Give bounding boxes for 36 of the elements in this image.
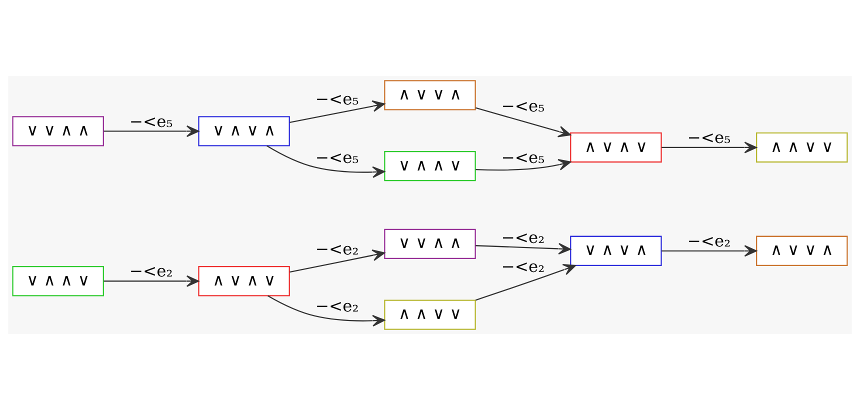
node-box: ∨ ∧ ∧ ∨ [384, 150, 476, 182]
node-box: ∨ ∨ ∧ ∧ [384, 228, 476, 260]
node-box: ∧ ∨ ∧ ∨ [198, 266, 290, 296]
edge-label: −<e₅ [129, 112, 173, 131]
node-box: ∧ ∧ ∨ ∨ [756, 132, 848, 163]
edge-label: −<e₂ [501, 228, 545, 248]
node-box: ∨ ∨ ∧ ∧ [12, 116, 104, 146]
node-box: ∨ ∧ ∨ ∧ [198, 116, 290, 146]
edge-label: −<e₂ [501, 257, 545, 276]
node-box: ∧ ∨ ∧ ∨ [570, 132, 662, 163]
edge-label: −<e₂ [315, 296, 359, 316]
edge-label: −<e₅ [501, 96, 545, 116]
node-box: ∧ ∨ ∨ ∧ [384, 80, 476, 110]
edge-label: −<e₂ [315, 240, 359, 259]
arrow [476, 159, 572, 171]
arrow [475, 264, 576, 301]
arrow [104, 275, 200, 287]
edge-label: −<e₅ [501, 148, 545, 167]
arrow [662, 142, 757, 154]
edge-label: −<e₅ [315, 148, 359, 167]
arrow [475, 107, 571, 138]
edge-label: −<e₂ [129, 262, 173, 281]
arrow [266, 145, 386, 178]
node-box: ∨ ∧ ∨ ∧ [570, 236, 662, 266]
node-box: ∨ ∧ ∧ ∨ [12, 266, 104, 296]
node-box: ∧ ∧ ∨ ∨ [384, 300, 476, 330]
arrow [476, 242, 571, 255]
arrow [104, 125, 200, 138]
arrow [662, 245, 757, 257]
node-box: ∧ ∨ ∨ ∧ [756, 236, 848, 266]
arrow [267, 295, 386, 327]
edge-label: −<e₂ [687, 231, 731, 250]
arrow [290, 250, 386, 273]
edge-label: −<e₅ [687, 128, 731, 148]
edge-label: −<e₅ [315, 90, 359, 109]
arrow [290, 100, 386, 124]
